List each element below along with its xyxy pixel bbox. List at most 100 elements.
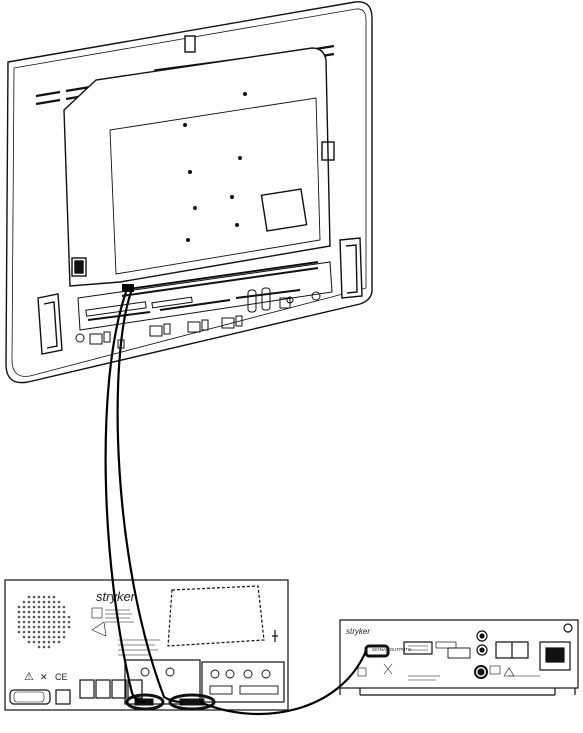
svg-text:✕: ✕ — [40, 672, 48, 682]
grille-hole — [28, 621, 31, 624]
grille-hole — [48, 646, 51, 649]
grille-hole — [63, 631, 66, 634]
grille-hole — [53, 611, 56, 614]
grille-hole — [48, 631, 51, 634]
grille-hole — [38, 646, 41, 649]
grille-hole — [23, 626, 26, 629]
grille-hole — [33, 621, 36, 624]
grille-hole — [48, 606, 51, 609]
grille-hole — [58, 636, 61, 639]
grille-hole — [33, 636, 36, 639]
left-handle — [38, 294, 62, 354]
grille-hole — [48, 621, 51, 624]
grille-hole — [43, 636, 46, 639]
grille-hole — [58, 626, 61, 629]
grille-hole — [23, 631, 26, 634]
grille-hole — [28, 616, 31, 619]
grille-hole — [63, 611, 66, 614]
grille-hole — [33, 606, 36, 609]
grille-hole — [23, 606, 26, 609]
grille-hole — [23, 601, 26, 604]
grille-hole — [48, 616, 51, 619]
grille-hole — [18, 606, 21, 609]
grille-hole — [38, 616, 41, 619]
grille-hole — [23, 611, 26, 614]
grille-hole — [63, 621, 66, 624]
grille-hole — [58, 611, 61, 614]
grille-hole — [23, 616, 26, 619]
grille-hole — [33, 626, 36, 629]
grille-hole — [33, 611, 36, 614]
monitor-rear-view — [6, 2, 372, 383]
grille-hole — [63, 626, 66, 629]
grille-hole — [28, 596, 31, 599]
grille-hole — [53, 621, 56, 624]
grille-hole — [58, 641, 61, 644]
grille-hole — [23, 621, 26, 624]
grille-hole — [18, 621, 21, 624]
output-unit-rear: stryker SIGNAL OUTPUTS — [340, 620, 578, 695]
grille-hole — [43, 616, 46, 619]
output-unit-chassis — [340, 620, 578, 688]
grille-hole — [43, 641, 46, 644]
grille-hole — [43, 601, 46, 604]
grille-hole — [43, 611, 46, 614]
monitor-plug — [122, 284, 134, 292]
grille-hole — [53, 641, 56, 644]
grille-hole — [53, 616, 56, 619]
top-hook — [185, 36, 195, 52]
grille-hole — [18, 626, 21, 629]
grille-hole — [28, 611, 31, 614]
grille-hole — [28, 626, 31, 629]
grille-hole — [68, 626, 71, 629]
grille-hole — [58, 631, 61, 634]
grille-hole — [68, 616, 71, 619]
grille-hole — [43, 626, 46, 629]
grille-hole — [38, 636, 41, 639]
grille-hole — [58, 621, 61, 624]
grille-hole — [28, 601, 31, 604]
output-unit-port-label: SIGNAL OUTPUTS — [372, 647, 411, 652]
grille-hole — [38, 601, 41, 604]
grille-hole — [28, 631, 31, 634]
grille-hole — [48, 641, 51, 644]
grille-hole — [28, 636, 31, 639]
grille-hole — [48, 596, 51, 599]
rear-housing — [64, 48, 330, 286]
grille-hole — [53, 626, 56, 629]
grille-hole — [68, 621, 71, 624]
grille-hole — [28, 606, 31, 609]
grille-hole — [43, 631, 46, 634]
grille-hole — [53, 631, 56, 634]
grille-hole — [53, 601, 56, 604]
right-handle — [340, 238, 362, 298]
grille-hole — [58, 616, 61, 619]
grille-hole — [58, 601, 61, 604]
grille-hole — [33, 641, 36, 644]
grille-hole — [33, 601, 36, 604]
grille-hole — [38, 631, 41, 634]
svg-text:CE: CE — [55, 672, 68, 682]
grille-hole — [38, 596, 41, 599]
grille-hole — [48, 601, 51, 604]
grille-hole — [28, 641, 31, 644]
grille-hole — [38, 611, 41, 614]
grille-hole — [58, 606, 61, 609]
grille-hole — [18, 616, 21, 619]
grille-hole — [48, 611, 51, 614]
grille-hole — [43, 621, 46, 624]
svg-text:⚠: ⚠ — [24, 671, 34, 683]
grille-hole — [48, 626, 51, 629]
grille-hole — [18, 611, 21, 614]
grille-hole — [53, 636, 56, 639]
grille-hole — [48, 636, 51, 639]
grille-hole — [33, 616, 36, 619]
grille-hole — [63, 606, 66, 609]
grille-hole — [23, 636, 26, 639]
grille-hole — [33, 596, 36, 599]
grille-hole — [33, 631, 36, 634]
grille-hole — [18, 631, 21, 634]
grille-hole — [53, 606, 56, 609]
grille-hole — [63, 616, 66, 619]
